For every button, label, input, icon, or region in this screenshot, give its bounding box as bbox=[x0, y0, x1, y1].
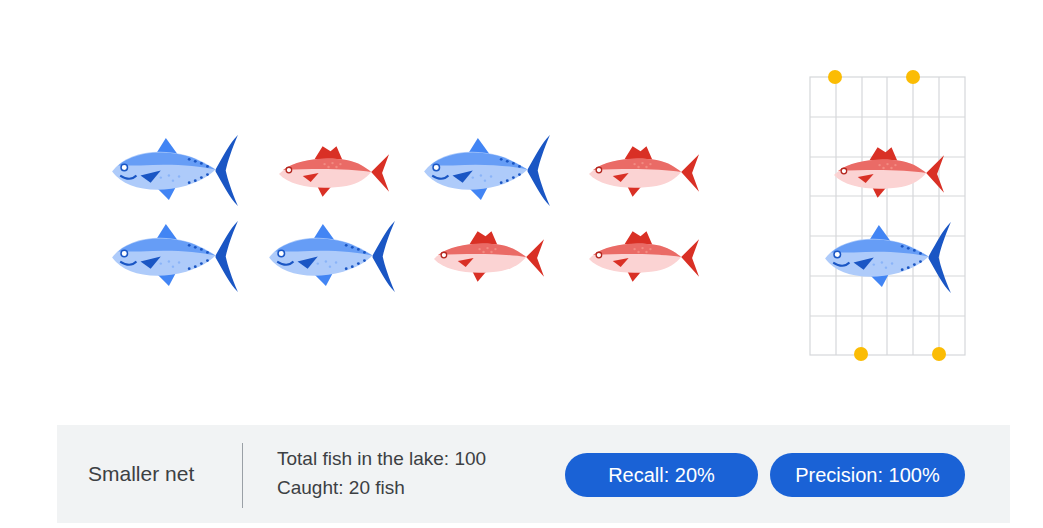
metric-pill: Precision: 100% bbox=[770, 453, 965, 497]
stat-text: Total fish in the lake: 100 bbox=[277, 448, 486, 470]
summary-bar: Smaller net Total fish in the lake: 100Ca… bbox=[57, 425, 1010, 523]
stat-text: Caught: 20 fish bbox=[277, 477, 405, 499]
metric-pill: Recall: 20% bbox=[565, 453, 758, 497]
divider-line bbox=[242, 443, 243, 508]
metric-text: Precision: 100% bbox=[795, 464, 940, 487]
net-label: Smaller net bbox=[88, 462, 194, 486]
metric-text: Recall: 20% bbox=[608, 464, 715, 487]
